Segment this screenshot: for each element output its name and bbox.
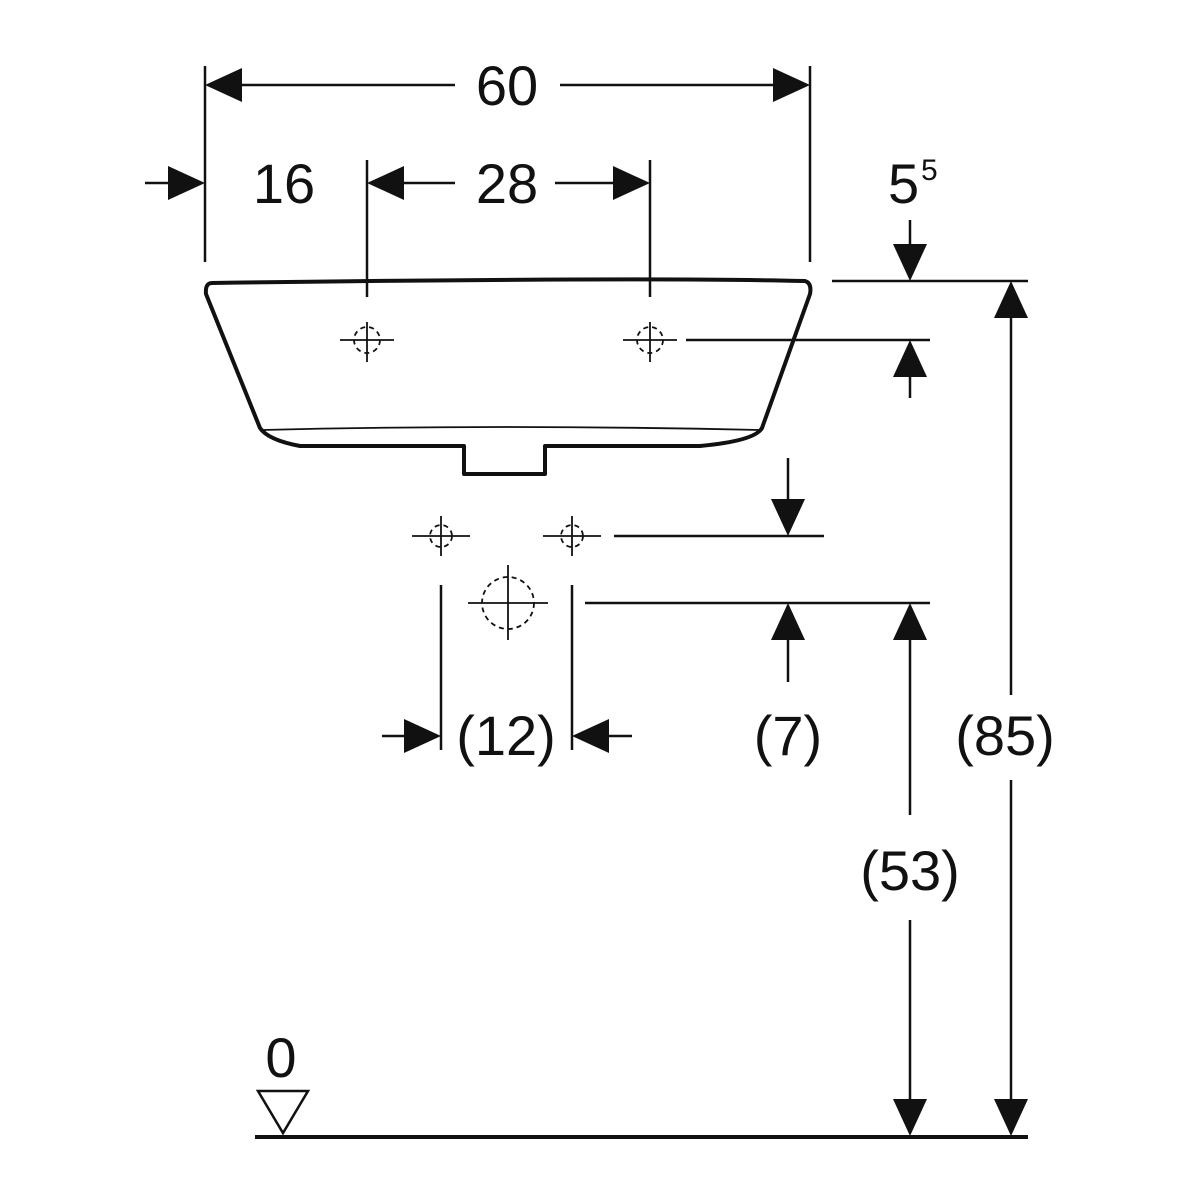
tap-hole-left (340, 322, 394, 362)
arrow-down (893, 1099, 927, 1136)
floor-level-label: 0 (265, 1026, 296, 1089)
rim-to-hole-label: 5 (888, 152, 919, 215)
supply-spacing-label: (12) (456, 704, 556, 767)
arrow-up (893, 340, 927, 377)
supply-to-waste-label: (7) (754, 704, 822, 767)
arrow-right (404, 719, 441, 753)
supply-point-right (543, 516, 601, 556)
dim-edge-to-hole: 16 (145, 152, 315, 215)
arrow-up (994, 281, 1028, 318)
dim-waste-height: (53) (860, 603, 960, 1136)
arrow-right (613, 166, 650, 200)
arrow-down (893, 244, 927, 281)
arrow-down (771, 499, 805, 536)
rim-height-label: (85) (955, 704, 1055, 767)
arrow-left (367, 166, 404, 200)
arrow-up (771, 603, 805, 640)
dim-rim-height: (85) (955, 281, 1055, 1136)
level-marker-icon (255, 1089, 311, 1136)
tap-hole-right (623, 322, 677, 362)
waste-outlet (468, 565, 548, 640)
overall-width-label: 60 (476, 54, 538, 117)
floor-level: 0 (255, 1026, 1028, 1139)
tap-hole-spacing-label: 28 (476, 152, 538, 215)
arrow-down (994, 1099, 1028, 1136)
arrow-up (893, 603, 927, 640)
dim-supply-spacing: (12) (382, 585, 632, 767)
arrow-right (773, 68, 810, 102)
dim-overall-width: 60 (203, 54, 812, 262)
arrow-right (168, 166, 205, 200)
supply-point-left (412, 516, 470, 556)
arrow-left (572, 719, 609, 753)
basin-outline (203, 277, 813, 476)
dim-supply-to-waste: (7) (585, 458, 930, 767)
waste-height-label: (53) (860, 839, 960, 902)
dim-tap-hole-spacing: 28 (365, 152, 652, 297)
dim-rim-to-hole: 5 5 (686, 152, 1028, 398)
rim-to-hole-superscript: 5 (921, 154, 938, 187)
arrow-left (205, 68, 242, 102)
edge-to-hole-label: 16 (253, 152, 315, 215)
